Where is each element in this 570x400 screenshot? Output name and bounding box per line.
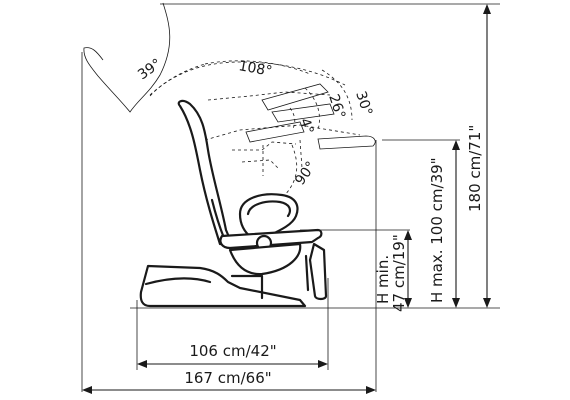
dimension-depth-min: 106 cm/42" <box>137 342 328 368</box>
label-depth-total: 167 cm/66" <box>184 369 271 387</box>
label-height-total: 180 cm/71" <box>466 125 484 212</box>
dimension-height-min: H min. 47 cm/19" <box>374 230 412 312</box>
angle-label-backrest-tilt: 39° <box>135 56 165 83</box>
chair-illustration <box>139 99 328 308</box>
angle-label-leg-rest-small: 4° <box>296 116 316 136</box>
dimension-height-total: 180 cm/71" <box>466 4 491 308</box>
label-depth-min: 106 cm/42" <box>189 342 276 360</box>
angle-label-leg-rest-up: 30° <box>352 89 375 118</box>
label-height-min-line2: 47 cm/19" <box>390 234 408 312</box>
angle-label-backrest-recline: 108° <box>237 58 273 80</box>
label-height-min-line1: H min. <box>374 255 392 304</box>
label-height-max: H max. 100 cm/39" <box>428 157 446 303</box>
dimension-depth-total: 167 cm/66" <box>82 369 376 394</box>
dimension-height-max: H max. 100 cm/39" <box>428 140 460 308</box>
recline-contours <box>83 2 376 176</box>
angle-label-leg-rest-mid: 26° <box>325 92 348 121</box>
angle-arcs <box>149 60 353 196</box>
reference-lines <box>81 3 500 392</box>
